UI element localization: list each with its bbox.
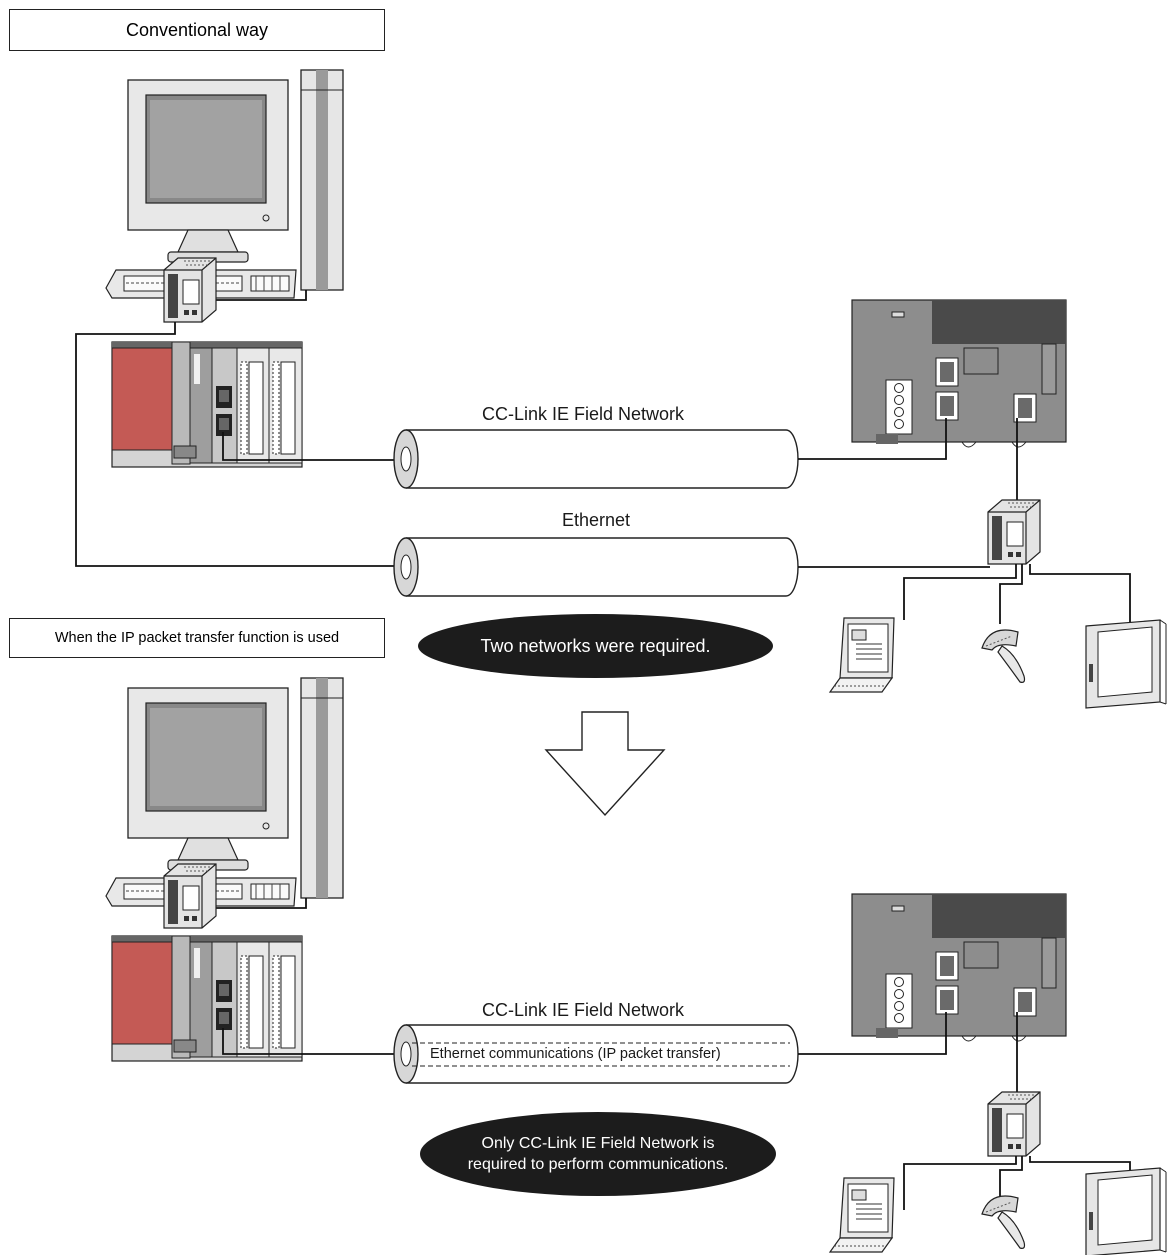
touch-panel-top [1085, 619, 1167, 709]
ethernet-cable-left [75, 322, 400, 567]
cclink-cable-bottom-left [222, 1028, 404, 1055]
barcode-reader-top [981, 629, 1026, 684]
hub-to-laptop-cable-top [903, 564, 1017, 620]
cclink-cable-right [798, 418, 947, 460]
laptop-top [829, 617, 895, 693]
hub-bottom-right [987, 1091, 1041, 1157]
conventional-way-label: Conventional way [125, 19, 269, 40]
plc-bottom-right [851, 893, 1067, 1042]
two-networks-callout: Two networks were required. [418, 614, 773, 678]
ethernet-cable [393, 537, 799, 597]
down-arrow-icon [544, 711, 666, 817]
pc-bottom [105, 677, 344, 907]
hub-top-left [163, 257, 217, 323]
ip-transfer-box: When the IP packet transfer function is … [9, 618, 385, 658]
touch-panel-bottom [1085, 1167, 1167, 1257]
hub-to-laptop-cable-bottom [903, 1156, 1017, 1210]
cclink-bottom-label: CC-Link IE Field Network [482, 1000, 685, 1020]
ip-transfer-label: When the IP packet transfer function is … [54, 630, 340, 646]
hub-top-right [987, 499, 1041, 565]
cclink-cable-top [393, 429, 799, 489]
hub-to-scanner-cable-top [999, 564, 1023, 624]
cclink-cable-bottom-right [798, 1012, 947, 1055]
plc-top-left [111, 341, 303, 468]
hub-bottom-left [163, 863, 217, 929]
ethernet-comm-label: Ethernet communications (IP packet trans… [430, 1046, 721, 1062]
cclink-cable-bottom [393, 1024, 799, 1084]
pc-top [105, 69, 344, 299]
hub-to-scanner-cable-bottom [999, 1156, 1023, 1212]
pc-to-hub-cable-top [204, 290, 307, 301]
barcode-reader-bottom [981, 1195, 1026, 1250]
plc-top-right [851, 299, 1067, 448]
laptop-bottom [829, 1177, 895, 1253]
conventional-way-box: Conventional way [9, 9, 385, 51]
only-cclink-line2: required to perform communications. [467, 1156, 729, 1173]
pc-to-hub-cable-bottom [204, 898, 307, 909]
only-cclink-line1: Only CC-Link IE Field Network is [481, 1135, 715, 1152]
cclink-cable-left [222, 432, 404, 461]
plc-bottom-left [111, 935, 303, 1062]
two-networks-text: Two networks were required. [480, 635, 711, 656]
hub-to-panel-cable-top [1029, 564, 1131, 624]
cclink-top-label: CC-Link IE Field Network [482, 404, 685, 424]
only-cclink-callout: Only CC-Link IE Field Network is require… [420, 1112, 776, 1196]
ethernet-label: Ethernet [562, 510, 631, 530]
